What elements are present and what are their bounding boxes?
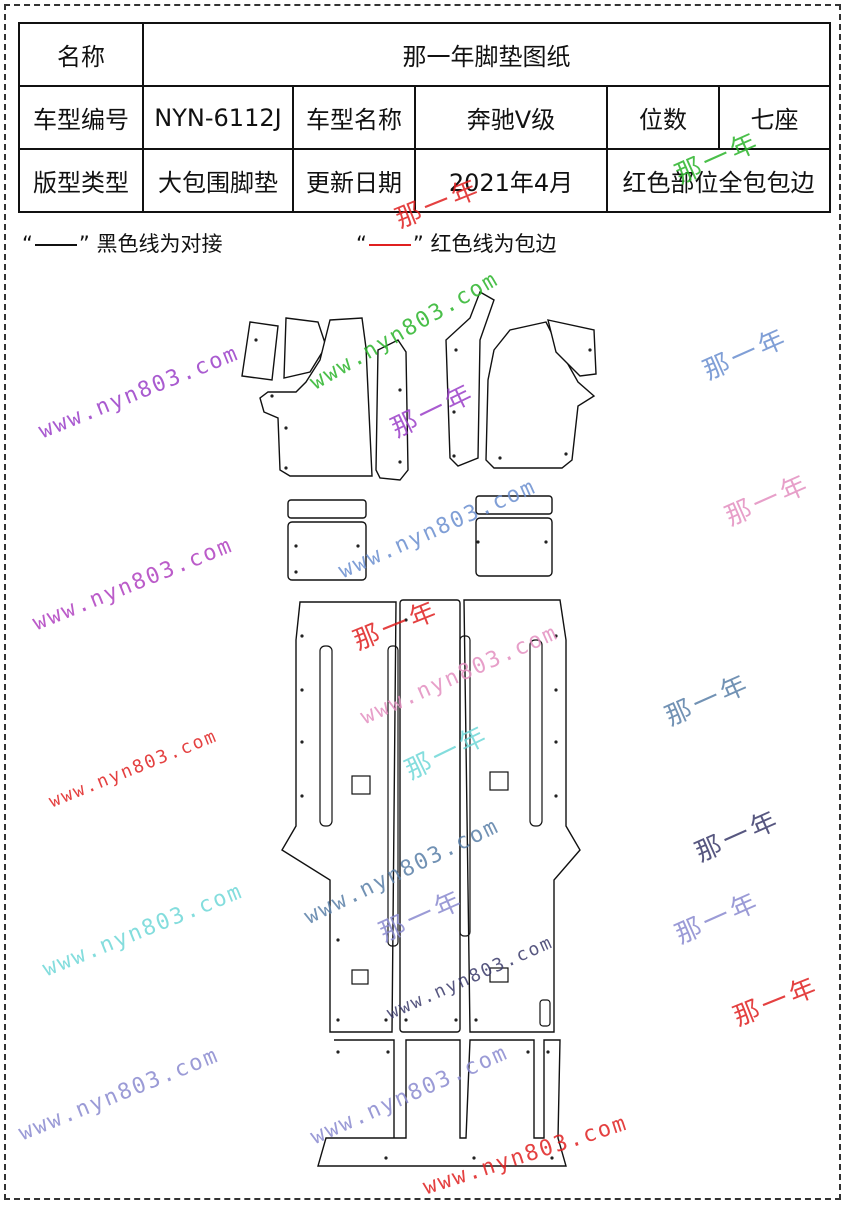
seats-label: 位数 <box>606 85 720 150</box>
drawing-title: 那一年脚垫图纸 <box>142 22 831 87</box>
spec-row-type: 版型类型 大包围脚垫 更新日期 2021年4月 红色部位全包包边 <box>18 148 831 213</box>
left-slot <box>319 645 333 827</box>
center-left-slot <box>387 645 399 947</box>
right-square-cutout <box>489 771 509 791</box>
pattern-type-label: 版型类型 <box>18 148 144 213</box>
right-slot <box>529 639 543 827</box>
left-square-piece <box>287 521 367 581</box>
front-right-side-piece <box>547 319 597 377</box>
front-left-side-piece <box>241 321 279 381</box>
front-left-strip <box>375 339 409 481</box>
seats-value: 七座 <box>718 85 831 150</box>
update-date-value: 2021年4月 <box>414 148 608 213</box>
model-name-label: 车型名称 <box>292 85 416 150</box>
name-label: 名称 <box>18 22 144 87</box>
left-small-cutout <box>351 969 369 985</box>
front-right-strip <box>445 290 495 467</box>
right-long-floor-piece <box>463 599 581 1033</box>
front-right-main-piece <box>485 321 596 469</box>
right-upper-strip <box>475 495 553 515</box>
positioning-dots <box>254 338 592 1160</box>
quote-open: “ <box>22 232 33 256</box>
model-code-value: NYN-6112J <box>142 85 294 150</box>
spec-table: 名称 那一年脚垫图纸 车型编号 NYN-6112J 车型名称 奔驰V级 位数 七… <box>18 22 831 213</box>
right-small-cutout <box>489 967 509 983</box>
spec-row-model: 车型编号 NYN-6112J 车型名称 奔驰V级 位数 七座 <box>18 85 831 150</box>
rear-floor-piece <box>317 1039 567 1167</box>
page-border <box>4 4 841 1200</box>
pattern-type-value: 大包围脚垫 <box>142 148 294 213</box>
front-left-main-piece <box>259 317 373 477</box>
spec-row-name: 名称 那一年脚垫图纸 <box>18 22 831 87</box>
legend-black-text: 黑色线为对接 <box>96 232 223 256</box>
left-upper-strip <box>287 499 367 519</box>
remark-value: 红色部位全包包边 <box>606 148 831 213</box>
black-line-sample <box>34 244 77 246</box>
center-right-slot <box>459 635 471 937</box>
left-long-floor-piece <box>281 601 397 1033</box>
model-name-value: 奔驰V级 <box>414 85 608 150</box>
legend-black: “ ” 黑色线为对接 <box>22 228 222 258</box>
model-code-label: 车型编号 <box>18 85 144 150</box>
right-lower-slot <box>539 999 551 1027</box>
front-left-inner-piece <box>283 317 327 379</box>
legend-red: “ ” 红色线为包边 <box>356 228 556 258</box>
left-square-cutout <box>351 775 371 795</box>
right-square-piece <box>475 517 553 577</box>
update-date-label: 更新日期 <box>292 148 416 213</box>
red-line-sample <box>368 244 411 246</box>
quote-close: ” <box>78 232 90 256</box>
legend-red-text: 红色线为包边 <box>430 232 557 256</box>
quote-close: ” <box>412 232 424 256</box>
quote-open: “ <box>356 232 367 256</box>
